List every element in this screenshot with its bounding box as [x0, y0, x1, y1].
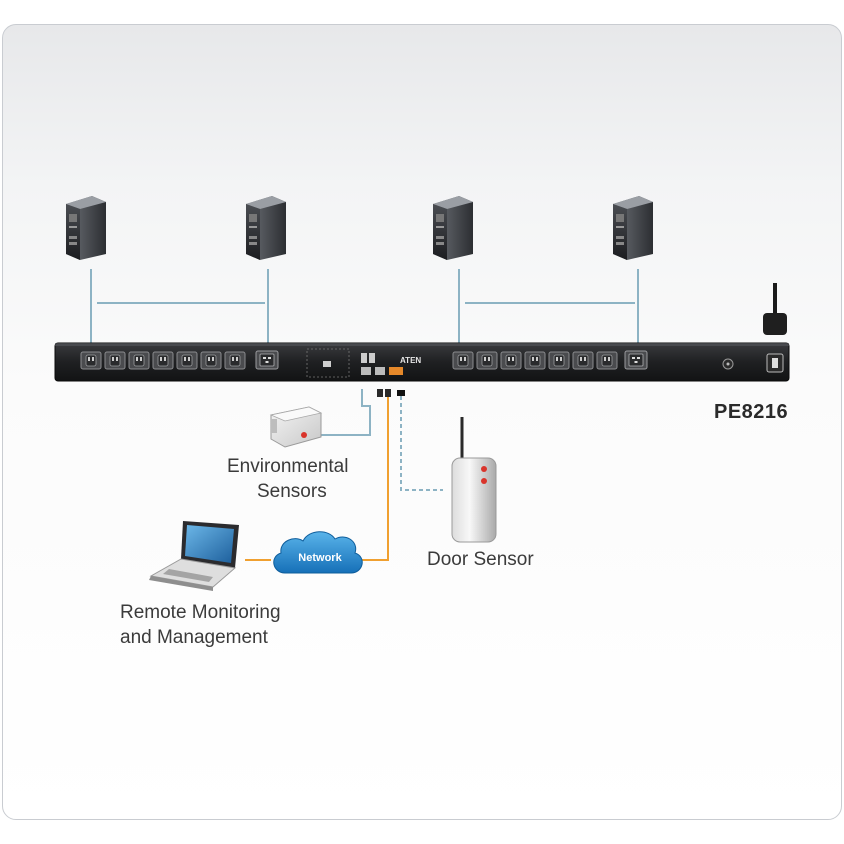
- antenna-icon: [763, 283, 787, 335]
- diagram-panel: ATEN: [2, 24, 842, 820]
- network-label: Network: [298, 552, 342, 564]
- door-sensor-cable: [400, 396, 443, 491]
- network-cable: [358, 397, 389, 561]
- diagram-canvas: ATEN: [54, 196, 790, 591]
- server-tower-icon-3: [433, 196, 473, 260]
- laptop-icon: [149, 521, 239, 591]
- env-sensors-label-line1: Environmental: [227, 456, 349, 477]
- env-sensor-plug: [377, 389, 383, 397]
- power-connection-lines-left: [90, 269, 269, 343]
- remote-mgmt-label-line1: Remote Monitoring: [120, 602, 281, 623]
- pdu-model-label: PE8216: [714, 401, 789, 423]
- network-plug: [385, 389, 391, 397]
- network-cloud-icon: Network: [273, 531, 363, 574]
- server-tower-icon-2: [246, 196, 286, 260]
- env-sensor-cable: [319, 389, 371, 436]
- door-sensor-plug: [397, 390, 405, 396]
- server-tower-icon-1: [66, 196, 106, 260]
- remote-mgmt-label-line2: and Management: [120, 627, 268, 648]
- power-connection-lines-right: [458, 269, 639, 343]
- environmental-sensor-icon: [269, 406, 323, 448]
- door-sensor-icon: [451, 417, 497, 543]
- pdu-brand-logo: ATEN: [400, 356, 421, 365]
- door-sensor-label: Door Sensor: [427, 549, 534, 570]
- server-tower-icon-4: [613, 196, 653, 260]
- env-sensors-label-line2: Sensors: [257, 481, 327, 502]
- pdu-unit: ATEN: [54, 342, 790, 382]
